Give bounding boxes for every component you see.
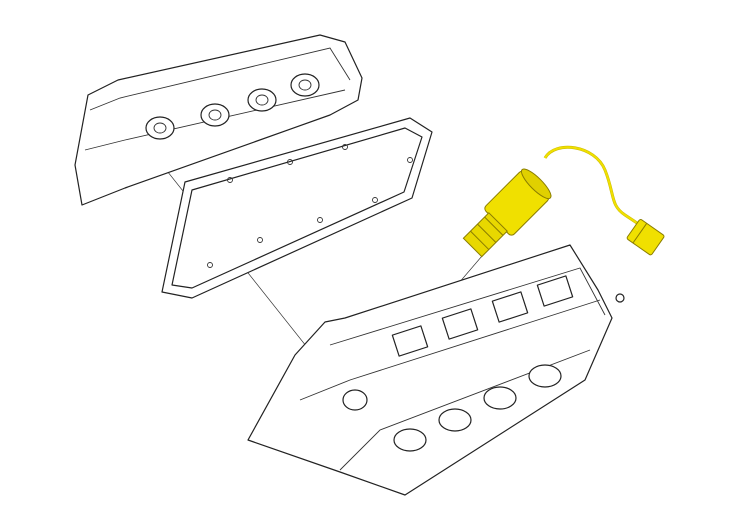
intake-ports — [393, 364, 562, 452]
gasket-bolt-holes — [207, 144, 413, 268]
electrical-connector — [626, 219, 665, 256]
camshaft-cover — [74, 34, 363, 206]
cylinder-head — [247, 244, 625, 496]
cam-bores — [145, 73, 320, 140]
solenoid-valve-with-connector — [462, 145, 665, 258]
cover-gasket — [161, 117, 433, 299]
cam-journals — [391, 275, 574, 357]
